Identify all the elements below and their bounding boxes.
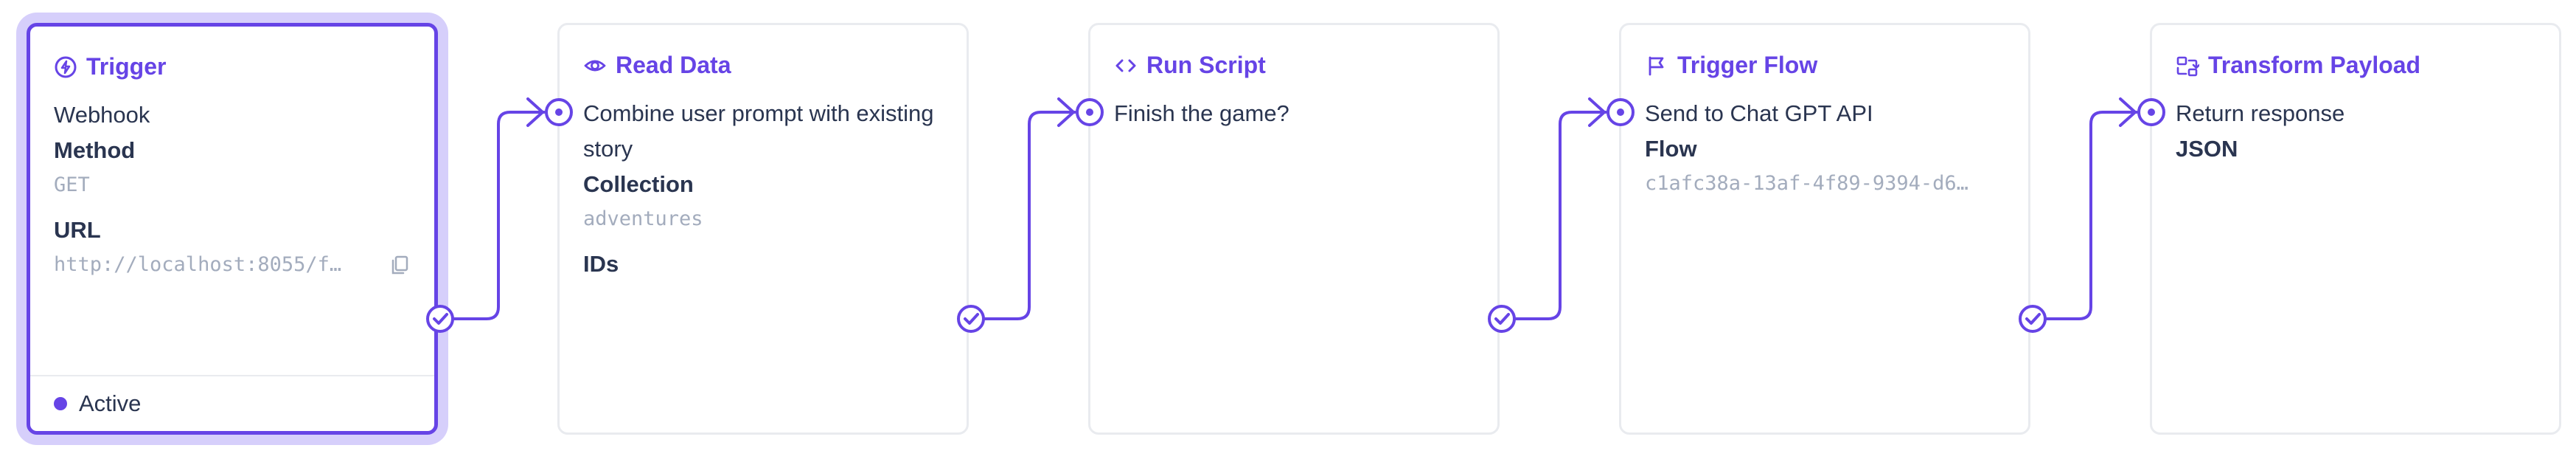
connector-trigger-flow-to-transform: [2042, 111, 2138, 320]
transform-payload-node[interactable]: Transform Payload Return response JSON: [2150, 23, 2561, 435]
node-description: Combine user prompt with existing story: [583, 100, 934, 162]
arrowhead: [1057, 97, 1075, 127]
node-footer: Active: [30, 375, 434, 431]
url-label: URL: [54, 217, 101, 243]
trigger-type: Webhook: [54, 102, 150, 128]
input-port-trigger-flow[interactable]: [1606, 98, 1635, 126]
node-title: Trigger: [54, 53, 166, 80]
status-text: Active: [79, 390, 142, 416]
node-title: Run Script: [1114, 52, 1266, 79]
status-dot: [54, 397, 67, 410]
output-port-read-data[interactable]: [957, 305, 985, 333]
input-port-transform-payload[interactable]: [2137, 98, 2165, 126]
trigger-flow-node[interactable]: Trigger Flow Send to Chat GPT API Flow c…: [1619, 23, 2030, 435]
connector-trigger-to-read-data: [450, 111, 546, 320]
connector-read-data-to-run-script: [981, 111, 1076, 320]
node-title-text: Read Data: [616, 52, 731, 78]
input-port-run-script[interactable]: [1076, 98, 1104, 126]
node-title-text: Trigger: [86, 53, 167, 80]
output-port-trigger[interactable]: [426, 305, 454, 333]
node-description: Return response: [2176, 100, 2345, 126]
output-port-run-script[interactable]: [1488, 305, 1516, 333]
node-title: Transform Payload: [2176, 52, 2420, 79]
node-title-text: Transform Payload: [2208, 52, 2421, 78]
flag-icon: [1649, 56, 1664, 75]
collection-label: Collection: [583, 171, 694, 197]
transform-icon: [2176, 56, 2199, 76]
arrowhead: [2119, 97, 2137, 127]
trigger-node[interactable]: Trigger Webhook Method GET URL http://lo…: [27, 23, 438, 435]
node-title: Trigger Flow: [1645, 52, 1817, 79]
eye-icon: [584, 60, 606, 71]
lightning-bolt-icon: [55, 56, 77, 77]
method-label: Method: [54, 137, 136, 163]
copy-icon[interactable]: [389, 254, 411, 276]
node-title-text: Run Script: [1146, 52, 1266, 78]
run-script-node[interactable]: Run Script Finish the game?: [1088, 23, 1500, 435]
node-description: Send to Chat GPT API: [1645, 100, 1873, 126]
arrowhead: [526, 97, 544, 127]
node-title-text: Trigger Flow: [1677, 52, 1818, 78]
read-data-node[interactable]: Read Data Combine user prompt with exist…: [557, 23, 969, 435]
output-port-trigger-flow[interactable]: [2019, 305, 2047, 333]
code-brackets-icon: [1115, 59, 1136, 72]
connector-run-script-to-trigger-flow: [1511, 111, 1607, 320]
ids-label: IDs: [583, 251, 619, 277]
node-description: Finish the game?: [1114, 100, 1289, 126]
node-title: Read Data: [583, 52, 731, 79]
format-label: JSON: [2176, 136, 2238, 162]
flow-label: Flow: [1645, 136, 1697, 162]
input-port-read-data[interactable]: [545, 98, 573, 126]
arrowhead: [1588, 97, 1606, 127]
